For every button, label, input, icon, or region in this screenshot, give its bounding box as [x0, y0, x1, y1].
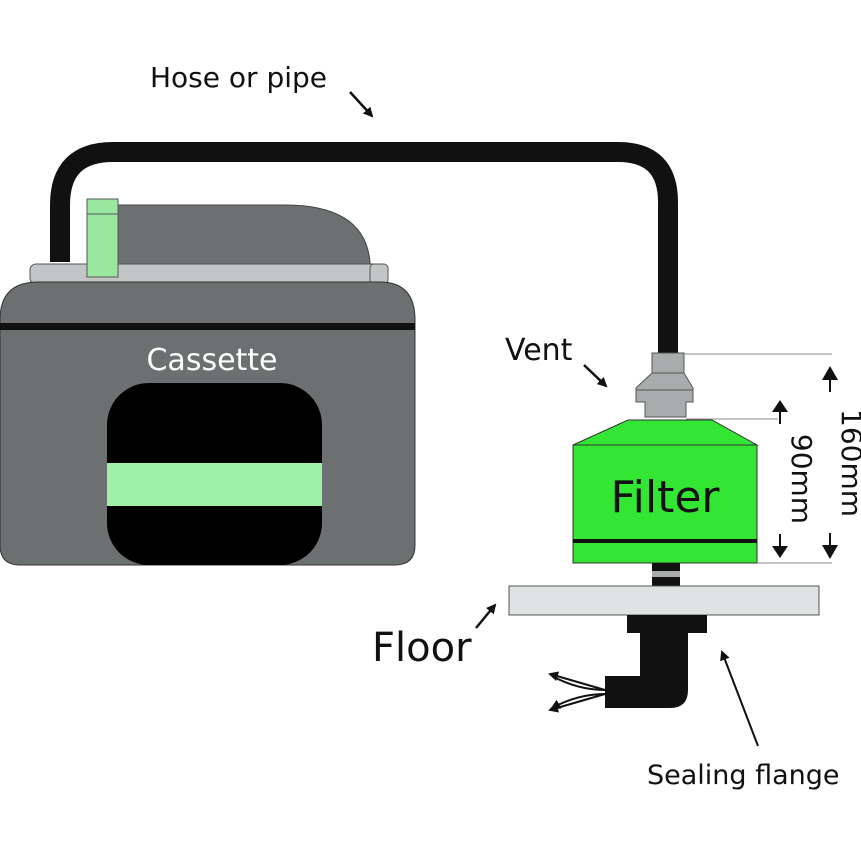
floor-label: Floor [372, 625, 472, 671]
cassette-green-cap [86, 198, 119, 278]
vent-top-connector [651, 352, 685, 376]
vent-callout-arrow [583, 364, 608, 388]
floor-plate [508, 585, 820, 616]
hose-pipe [50, 142, 678, 356]
hose-callout-arrow [349, 91, 374, 118]
outlet-flow-arrows [552, 675, 606, 708]
dim-160-label: 160mm [835, 409, 861, 517]
filter-label: Filter [611, 472, 721, 523]
flange-callout-arrow [720, 650, 759, 747]
cassette-stripe [0, 323, 415, 330]
cassette-green-band [107, 463, 322, 506]
hose-label: Hose or pipe [150, 61, 327, 94]
dim-90-label: 90mm [785, 434, 818, 524]
vent-body [635, 372, 694, 418]
filter-body [572, 444, 758, 564]
cassette-elbow [111, 204, 371, 273]
sealing-flange-label: Sealing flange [647, 760, 840, 791]
outlet-elbow [605, 633, 688, 708]
sealing-flange [627, 615, 707, 633]
floor-callout-arrow [475, 603, 497, 629]
cassette-top-rim [29, 263, 386, 285]
filter-top [572, 419, 759, 446]
cassette-label: Cassette [146, 343, 277, 378]
vent-label: Vent [505, 333, 573, 368]
